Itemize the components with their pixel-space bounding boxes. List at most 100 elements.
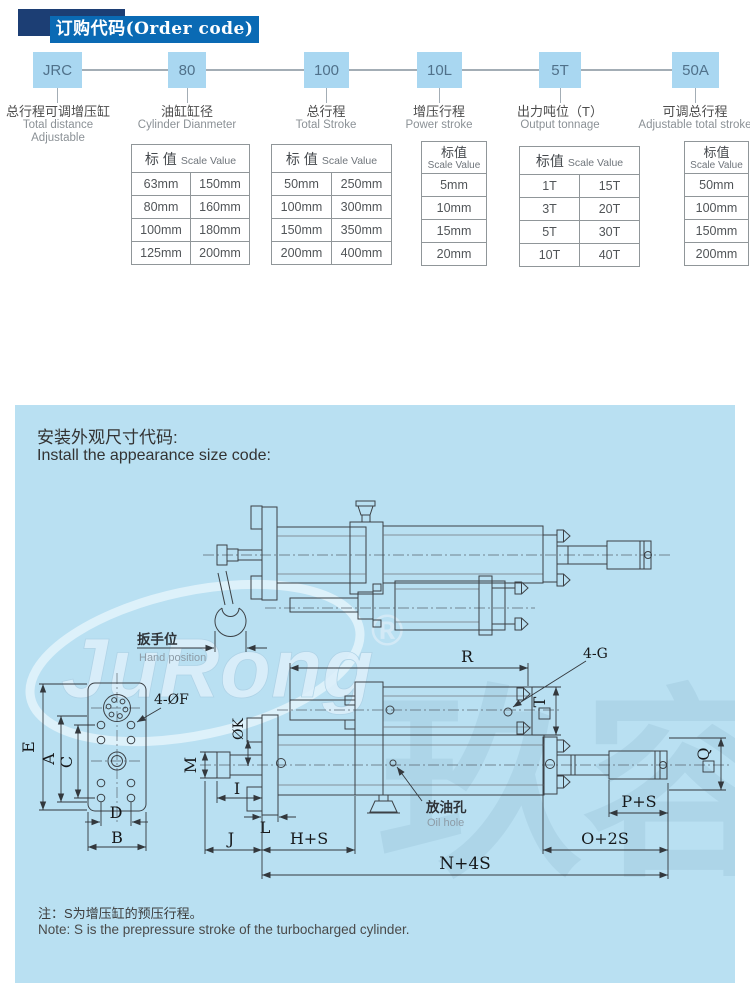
cell: 300mm [331,195,392,219]
code-label-5t: 出力吨位（T） Output tonnage [485,104,635,132]
main-view-dimensions: R 4-G T Q M ØK I [181,646,726,879]
stem [439,88,440,103]
header-en: Scale Value [690,159,743,171]
cell: 80mm [131,195,191,219]
code-label-10l: 增压行程 Power stroke [364,104,514,132]
top-side-view [216,500,652,636]
stem [560,88,561,103]
cell: 30T [578,220,641,244]
dim-label-q: Q [694,747,713,760]
label-cn: 油缸缸径 [160,104,213,119]
dim-label-o2s: O+2S [581,829,629,848]
centerlines [91,554,729,825]
stem [187,88,188,103]
stem [57,88,58,103]
dim-label-ps: P+S [621,792,656,811]
cell: 50mm [684,173,749,197]
flange-end-view: E A C D B 4-ØF [19,682,189,851]
dim-label-4g: 4-G [583,646,608,662]
header-cn: 标值 [440,144,467,160]
dim-label-b: B [111,828,123,847]
hand-position-label-cn: 扳手位 [137,631,178,647]
dim-label-l: L [260,818,271,837]
dim-label-e: E [19,741,38,753]
label-en: Total Stroke [295,119,357,131]
cell: 180mm [190,218,250,242]
cell: 100mm [271,195,332,219]
cell: 200mm [684,242,749,266]
cell: 10T [519,243,580,267]
stem [695,88,696,103]
label-cn: 出力吨位（T） [517,104,603,119]
table-row: 20mm [421,242,487,266]
code-box-80: 80 [168,52,206,88]
flow-connector-line [57,69,696,71]
cell: 63mm [131,172,191,196]
label-en: Adjustable total stroke [638,119,750,131]
label-en: Cylinder Dianmeter [137,119,237,131]
code-box-10l: 10L [417,52,462,88]
label-cn: 总行程可调增压缸 [5,104,110,119]
cell: 150mm [271,218,332,242]
hand-position-label-en: Hand position [139,652,206,664]
header-en: Scale Value [427,159,481,171]
cell: 250mm [331,172,392,196]
cell: 125mm [131,241,191,265]
label-cn: 可调总行程 [662,104,728,119]
label-en: Total distance [22,119,94,131]
stem [326,88,327,103]
cell: 5mm [421,173,487,197]
cell: 3T [519,197,580,221]
code-box-jrc: JRC [33,52,82,88]
cell: 20T [578,197,641,221]
label-cn: 总行程 [306,104,346,119]
label-en: Output tonnage [520,119,600,131]
label-cn: 增压行程 [412,104,465,119]
oil-hole-label-cn: 放油孔 [425,799,467,815]
dim-label-a: A [39,753,58,766]
oil-hole-label-en: Oil hole [427,817,464,829]
code-box-50a: 50A [672,52,719,88]
dim-label-4f: 4-ØF [154,692,189,708]
dim-label-k: ØK [231,717,247,739]
cell: 20mm [421,242,487,266]
header-cn: 标值 [535,152,564,169]
cell: 15mm [421,219,487,243]
cell: 150mm [190,172,250,196]
header-en: Scale Value [567,156,624,169]
cell: 200mm [271,241,332,265]
dim-label-i: I [234,779,240,798]
dim-label-t: T [530,696,549,707]
dim-label-r: R [461,647,474,666]
cell: 1T [519,174,580,198]
install-panel: 安装外观尺寸代码: Install the appearance size co… [15,405,735,983]
install-title-cn: 安装外观尺寸代码: [37,428,178,447]
cell: 160mm [190,195,250,219]
cell: 350mm [331,218,392,242]
table-row: 100mm [684,196,749,220]
note-cn: 注：S为增压缸的预压行程。 [38,906,203,921]
dim-label-n4s: N+4S [439,854,491,874]
header-en: Scale Value [180,154,237,167]
cell: 5T [519,220,580,244]
dim-label-c: C [57,756,76,768]
cell: 50mm [271,172,332,196]
